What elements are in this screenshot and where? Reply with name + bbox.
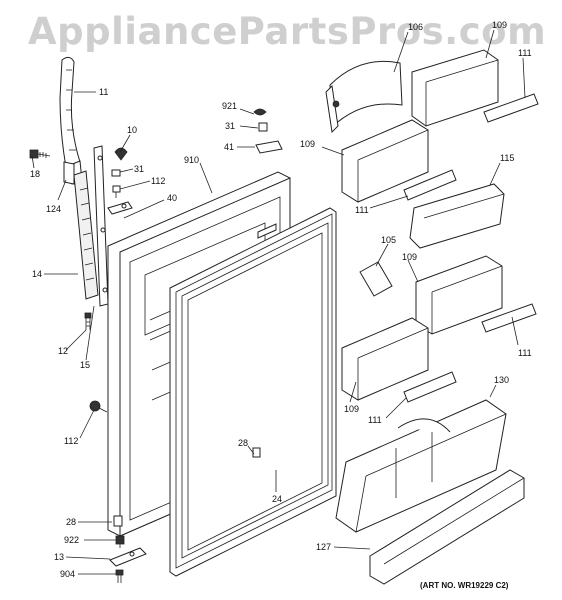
plug-part-28-door xyxy=(252,447,261,458)
button-part-921 xyxy=(253,108,267,116)
callout-13: 13 xyxy=(54,552,64,562)
plug-part-31-left xyxy=(111,169,121,177)
screw-part-904 xyxy=(115,569,124,583)
hinge-cover-part-41 xyxy=(255,140,283,154)
screw-part-112-upper xyxy=(112,185,121,198)
callout-41: 41 xyxy=(224,142,234,152)
shelf-part-115 xyxy=(409,183,505,249)
screw-part-112-lower xyxy=(89,400,108,413)
callout-15: 15 xyxy=(80,360,90,370)
leader-lines xyxy=(31,29,526,575)
callout-31: 31 xyxy=(225,121,235,131)
hinge-pin-part-40 xyxy=(107,201,133,215)
callout-115: 115 xyxy=(500,153,514,163)
callout-10: 10 xyxy=(127,125,137,135)
cap-part-922 xyxy=(115,535,125,548)
callout-112: 112 xyxy=(151,176,165,186)
screw-part-12 xyxy=(84,312,92,330)
callout-130: 130 xyxy=(494,375,509,385)
callout-105: 105 xyxy=(381,235,396,245)
dairy-cover-part-106 xyxy=(325,60,403,134)
callout-18: 18 xyxy=(30,169,40,179)
bracket-part-105 xyxy=(359,261,393,297)
callout-106: 106 xyxy=(408,22,423,32)
bracket-part-124 xyxy=(63,161,75,185)
callout-28: 28 xyxy=(66,517,76,527)
callout-111: 111 xyxy=(518,348,532,358)
door-bin-part-109-third xyxy=(415,255,503,335)
callout-910: 910 xyxy=(184,155,199,165)
callout-111: 111 xyxy=(355,205,369,215)
gasket-part-24 xyxy=(169,207,337,577)
callout-921: 921 xyxy=(222,101,237,111)
hinge-part-13 xyxy=(109,547,147,567)
plug-part-31-top xyxy=(258,122,268,132)
callout-124: 124 xyxy=(46,204,61,214)
door-bin-part-109-second xyxy=(341,119,429,203)
callout-28: 28 xyxy=(238,438,248,448)
callout-40: 40 xyxy=(167,193,177,203)
callout-109: 109 xyxy=(492,20,507,30)
callout-109: 109 xyxy=(300,139,315,149)
callout-31: 31 xyxy=(134,164,144,174)
callout-labels: 106 109 111 11 921 31 10 109 41 18 124 3… xyxy=(30,20,532,590)
callout-112: 112 xyxy=(64,436,78,446)
door-bin-part-109-fourth xyxy=(341,317,429,401)
callout-111: 111 xyxy=(368,415,382,425)
callout-111: 111 xyxy=(518,48,532,58)
screw-part-18 xyxy=(29,149,51,159)
callout-11: 11 xyxy=(99,87,108,97)
bin-trim-part-111-top xyxy=(483,93,539,123)
bin-trim-part-111-fourth xyxy=(403,371,457,403)
bottom-bin-part-127 xyxy=(369,469,525,585)
callout-12: 12 xyxy=(58,346,68,356)
watermark: AppliancePartsPros.com xyxy=(28,10,547,53)
callout-109: 109 xyxy=(402,252,417,262)
callout-127: 127 xyxy=(316,542,331,552)
crisper-bin-part-130 xyxy=(335,399,507,533)
door-bin-part-109-top xyxy=(411,49,499,127)
hinge-rail-part-14 xyxy=(73,170,99,300)
bin-trim-part-111-third xyxy=(481,303,537,333)
callout-14: 14 xyxy=(32,269,42,279)
callout-922: 922 xyxy=(64,535,79,545)
callout-109: 109 xyxy=(344,404,359,414)
plug-part-28-bottom xyxy=(113,515,123,527)
art-number: (ART NO. WR19229 C2) xyxy=(420,581,509,590)
callout-24: 24 xyxy=(272,494,282,504)
callout-904: 904 xyxy=(60,569,75,579)
